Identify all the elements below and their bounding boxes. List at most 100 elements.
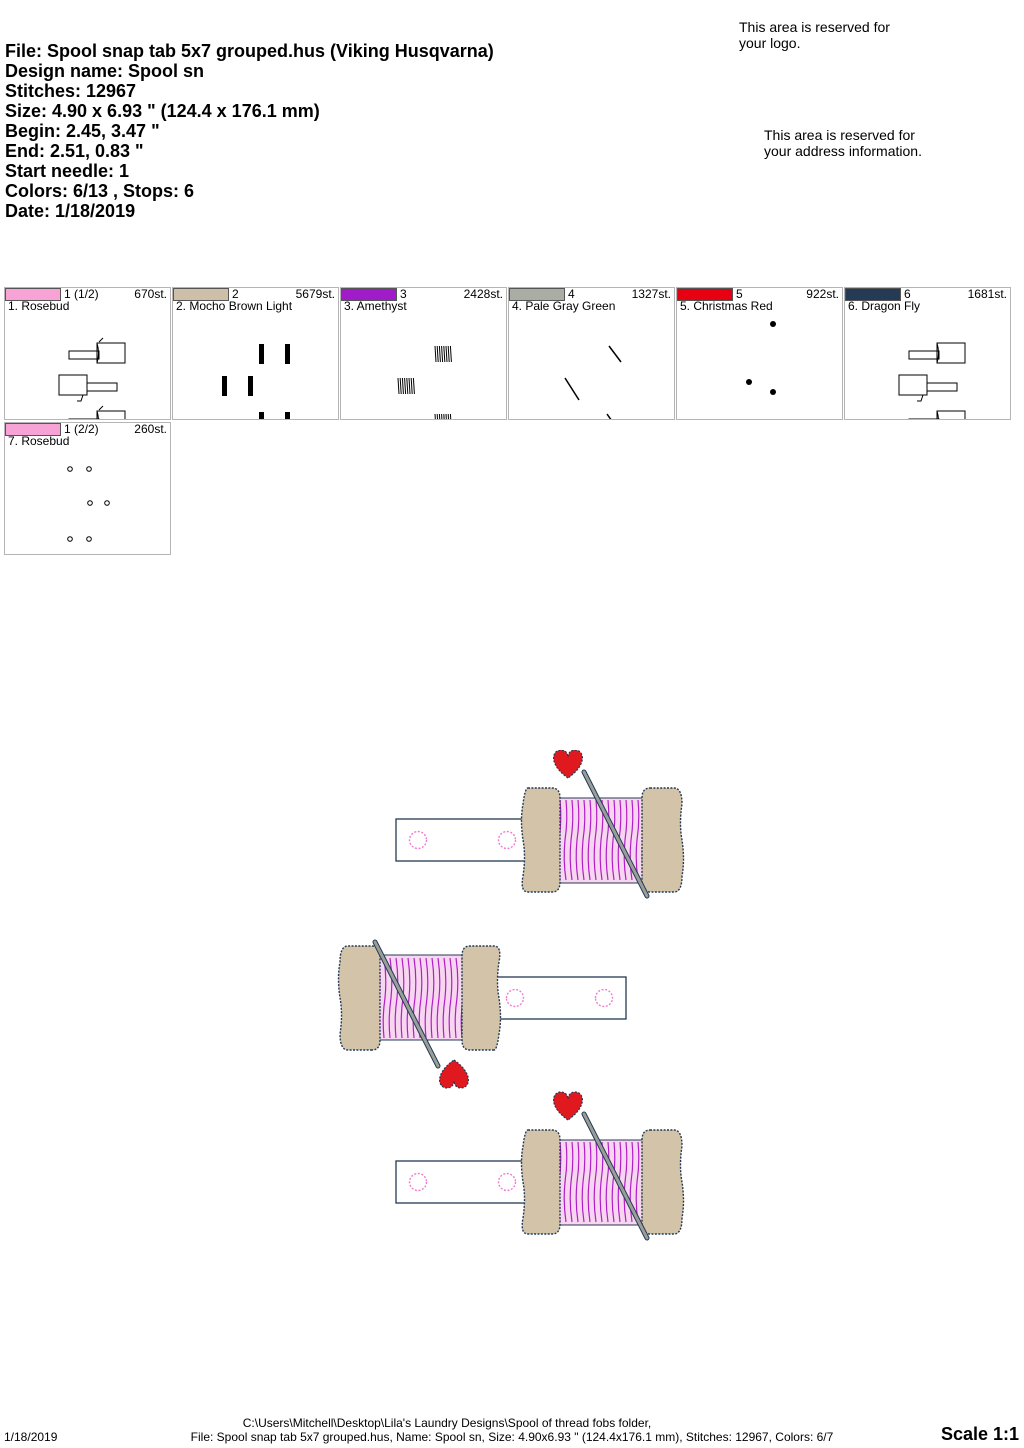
thumb-spool-tab [908,342,966,364]
thumb-snap [86,536,92,542]
info-colors-stops: Colors: 6/13 , Stops: 6 [5,181,195,201]
footer-path: C:\Users\Mitchell\Desktop\Lila's Laundry… [242,1416,652,1430]
thumb-spool-tab [68,405,126,419]
footer-date: 1/18/2019 [4,1430,58,1444]
needle [373,940,440,1068]
thumb-needle [608,345,622,363]
snap-ring [594,988,614,1008]
thumb-snap [87,500,93,506]
info-date: Date: 1/18/2019 [5,201,136,221]
needle [582,770,649,898]
heart-pin [553,750,583,779]
needle [582,1112,649,1240]
thumb-snap [104,500,110,506]
color-swatch [173,288,229,301]
color-stop-cell: 6 1681st. 6. Dragon Fly [844,287,1011,420]
color-stop-thumbnail [67,466,110,542]
color-swatch [677,288,733,301]
color-stop-thumbnail [564,345,622,419]
info-size: Size: 4.90 x 6.93 " (124.4 x 176.1 mm) [5,101,320,121]
snap-ring [497,830,517,850]
color-name: 3. Amethyst [344,299,407,313]
color-name: 5. Christmas Red [680,299,773,313]
thumb-needle [564,377,580,401]
thumb-snap [67,466,73,472]
footer-file-line: File: Spool snap tab 5x7 grouped.hus, Na… [190,1430,834,1444]
snap-ring [505,988,525,1008]
info-file: File: Spool snap tab 5x7 grouped.hus (Vi… [5,41,494,61]
color-name: 2. Mocho Brown Light [176,299,293,313]
color-swatch [845,288,901,301]
logo-area-note: This area is reserved for your logo. [739,19,890,51]
thumb-thread [434,413,452,419]
spool-snap-tab-mirrored [337,939,627,1089]
color-stop-cell: 1 (2/2) 260st. 7. Rosebud [4,422,171,555]
thumb-snap [86,466,92,472]
snap-ring [497,1172,517,1192]
color-stitch-count: 2428st. [463,287,503,301]
color-index: 6 [904,287,911,301]
snap-tab [495,976,627,1020]
color-stitch-count: 922st. [806,287,839,301]
heart-pin [439,1059,469,1089]
color-stop-thumbnail [222,344,290,419]
thumb-needle [606,413,612,419]
color-name: 7. Rosebud [8,434,70,448]
color-stitch-count: 670st. [134,287,167,301]
color-index: 1 (1/2) [64,287,99,301]
spool-end-left [520,1129,561,1235]
color-stitch-count: 5679st. [295,287,335,301]
color-swatch [5,423,61,436]
color-stitch-count: 1681st. [967,287,1007,301]
design-preview [337,750,685,1241]
thumb-spool-end [259,344,264,364]
color-swatch [509,288,565,301]
color-stop-thumbnail [58,337,126,419]
thumb-heart [770,389,776,395]
thumb-heart [746,379,752,385]
snap-tab [395,818,527,862]
color-name: 4. Pale Gray Green [512,299,616,313]
thumb-spool-tab [898,374,958,402]
info-design-name: Design name: Spool sn [5,61,205,81]
color-name: 6. Dragon Fly [848,299,921,313]
thumb-thread [397,377,415,395]
color-index: 5 [736,287,743,301]
spool-end-right [641,1129,685,1235]
spool-end-left [520,787,561,893]
spool-end-left [461,945,502,1051]
thumb-spool-tab [68,337,126,364]
scale-label: Scale 1:1 [940,1424,1019,1444]
color-stop-thumbnail [397,345,452,419]
color-index: 1 (2/2) [64,422,99,436]
color-index: 3 [400,287,407,301]
snap-ring [408,1172,428,1192]
thumb-spool-end [285,412,290,419]
color-stop-thumbnail [746,321,776,395]
address-area-note: This area is reserved for your address i… [764,127,922,159]
color-swatch [341,288,397,301]
info-end: End: 2.51, 0.83 " [5,141,144,161]
design-info: File: Spool snap tab 5x7 grouped.hus (Vi… [5,41,494,221]
snap-ring [408,830,428,850]
spool-snap-tab [337,939,627,1089]
color-stop-cell: 3 2428st. 3. Amethyst [340,287,507,420]
thumb-snap [67,536,73,542]
heart-pin [553,1091,583,1121]
color-swatch [5,288,61,301]
info-start-needle: Start needle: 1 [5,161,130,181]
color-index: 4 [568,287,575,301]
spool-end-right [337,945,381,1051]
thumb-spool-end [259,412,264,419]
color-stitch-count: 260st. [134,422,167,436]
spool-snap-tab [395,1091,685,1241]
color-name: 1. Rosebud [8,299,70,313]
thumb-thread [434,345,452,363]
thumb-spool-end [222,376,227,396]
thumb-spool-tab [58,374,118,402]
color-stop-thumbnail [898,342,966,419]
info-begin: Begin: 2.45, 3.47 " [5,121,160,141]
color-stop-cell: 1 (1/2) 670st. 1. Rosebud [4,287,171,420]
